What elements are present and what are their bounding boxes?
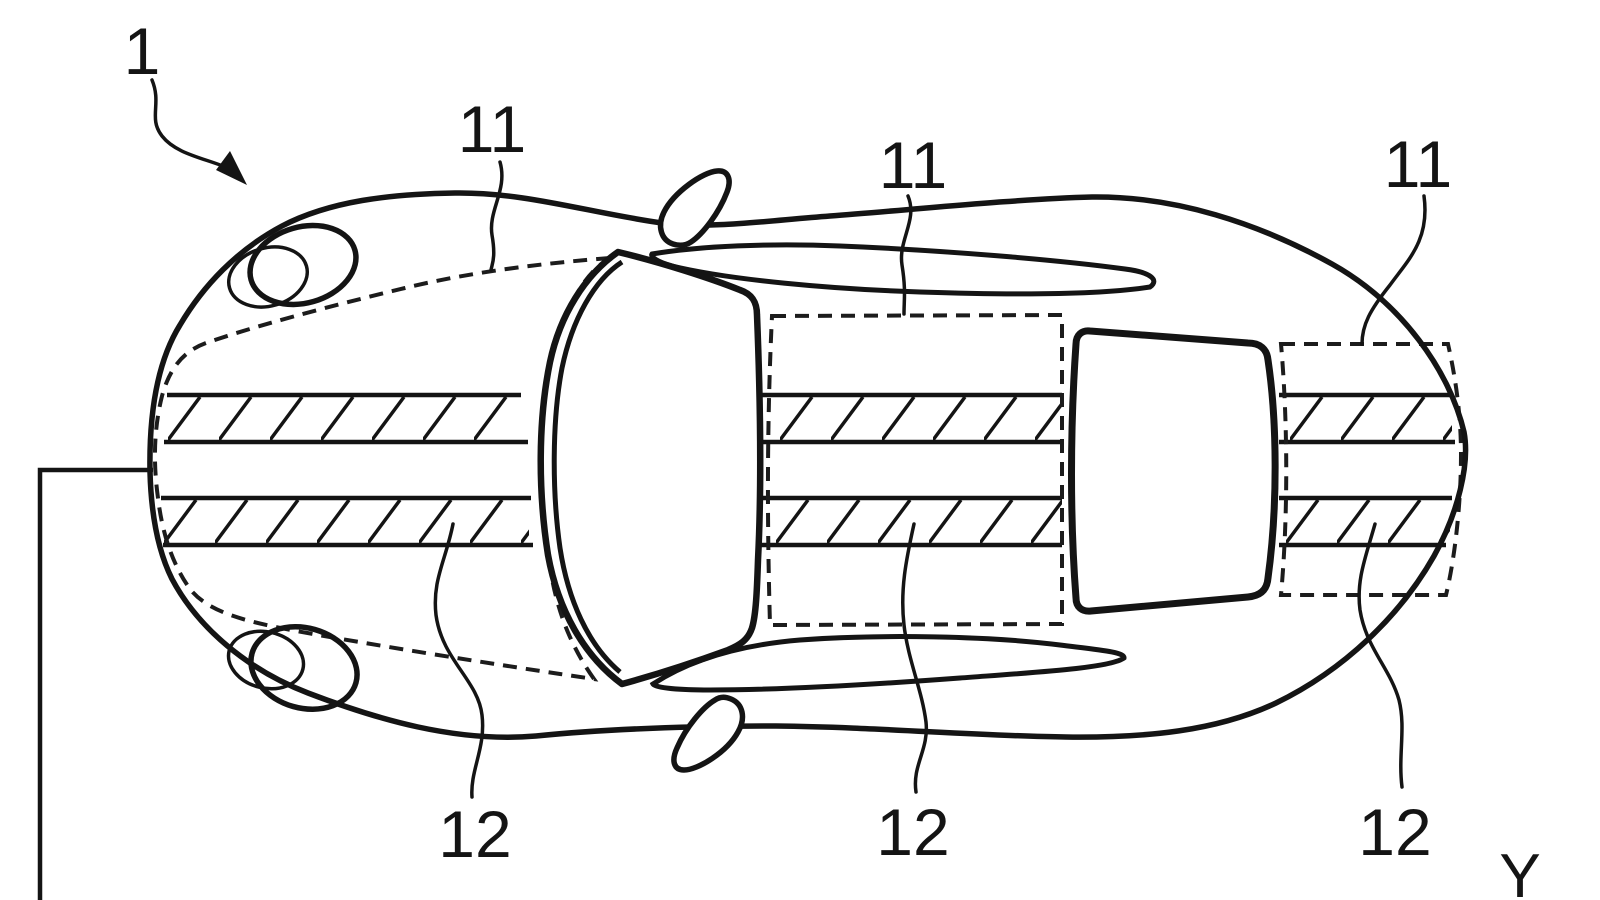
front-headlight-top <box>226 222 359 309</box>
leader-11-roof <box>899 194 913 316</box>
vehicle-body-outline <box>147 190 1469 740</box>
leader-12-rear <box>1357 522 1404 789</box>
axis-label-y: Y <box>1499 842 1540 900</box>
side-mirror-top <box>657 168 732 249</box>
side-window-bottom <box>649 634 1127 693</box>
ref-numeral-1: 1 <box>124 14 161 88</box>
leader-11-rear <box>1360 194 1427 346</box>
ref-numeral-11-front: 11 <box>458 92 527 166</box>
ref-numeral-11-roof: 11 <box>879 128 948 202</box>
windshield <box>537 248 764 688</box>
side-mirror-bottom <box>671 694 746 773</box>
ref-numeral-12-rear: 12 <box>1358 795 1431 869</box>
ref-numeral-12-roof: 12 <box>876 795 949 869</box>
y-axis-line <box>37 467 153 900</box>
ref-numeral-12-front: 12 <box>438 797 511 871</box>
leader-12-front <box>433 522 485 799</box>
leader-1 <box>150 78 230 170</box>
leader-11-front <box>489 160 504 272</box>
leader-1-arrowhead <box>216 151 247 185</box>
rear-window <box>1068 327 1279 615</box>
front-headlight-bottom <box>226 624 360 712</box>
leader-12-roof <box>901 522 929 794</box>
windshield-frame-inner-line <box>551 259 624 674</box>
ref-numeral-11-rear: 11 <box>1384 127 1453 201</box>
hood-hatched-stripe <box>161 392 533 548</box>
roof-hatched-stripe <box>755 392 1062 548</box>
roof-film-region <box>765 312 1064 628</box>
rear-hatched-stripe <box>1279 392 1455 548</box>
